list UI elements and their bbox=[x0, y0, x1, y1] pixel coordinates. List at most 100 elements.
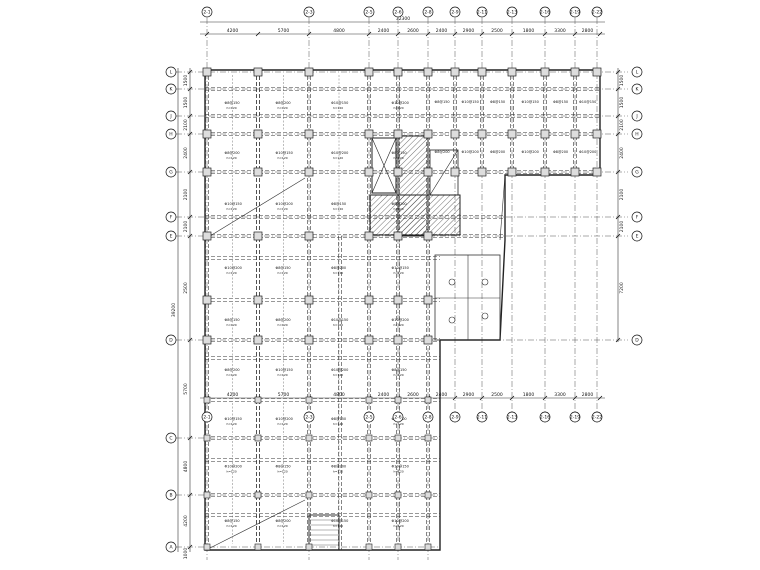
mid-axis-bubble: 2-11 bbox=[477, 415, 487, 421]
column bbox=[423, 129, 433, 139]
column bbox=[203, 434, 211, 442]
left-axis-bubble: A bbox=[169, 545, 173, 551]
columns bbox=[202, 67, 602, 551]
right-axis-bubble-circle bbox=[631, 334, 643, 346]
opening-circle bbox=[448, 316, 456, 324]
dim-tick bbox=[597, 31, 603, 37]
column bbox=[305, 396, 313, 404]
column bbox=[424, 396, 432, 404]
slab-rebar-label: Φ8@150 bbox=[490, 100, 505, 104]
column bbox=[477, 167, 487, 177]
column bbox=[253, 295, 263, 305]
left-dim-text: 2100 bbox=[183, 119, 189, 131]
slab-thickness-label: h=120 bbox=[278, 373, 288, 377]
slab-rebar-label: Φ10@200 bbox=[225, 465, 242, 469]
slab-rebar-label: Φ8@150 bbox=[331, 202, 346, 206]
right-axis-bubble-circle bbox=[631, 128, 643, 140]
top-dim-text: 4200 bbox=[227, 28, 239, 34]
top-axis-bubble: 2-1 bbox=[203, 10, 210, 16]
slab-thickness-label: h=120 bbox=[278, 323, 288, 327]
slab-rebar-label: Φ10@200 bbox=[331, 368, 348, 372]
top-axis-bubble-circle bbox=[422, 6, 434, 18]
mid-dim-text: 2500 bbox=[491, 392, 503, 398]
mid-axis-bubble-circle bbox=[363, 411, 375, 423]
slab-thickness-label: h=120 bbox=[333, 323, 343, 327]
mid-dim-text: 1800 bbox=[523, 392, 535, 398]
mid-axis-bubble-circle bbox=[539, 411, 551, 423]
top-axis-bubble: 2-13 bbox=[507, 10, 517, 16]
left-axis-bubble-circle bbox=[165, 66, 177, 78]
column bbox=[570, 129, 580, 139]
column bbox=[592, 167, 602, 177]
top-axis-bubble-circle bbox=[506, 6, 518, 18]
left-dim-text: 1000 bbox=[183, 548, 189, 560]
slab-thickness-label: h=120 bbox=[333, 422, 343, 426]
slab-thickness-label: h=120 bbox=[333, 470, 343, 474]
left-axis-bubble: E bbox=[170, 234, 173, 240]
mid-axis-bubble: 2-1 bbox=[203, 415, 210, 421]
left-axis-bubble-circle bbox=[165, 334, 177, 346]
right-dim-text: 2100 bbox=[619, 189, 625, 201]
column bbox=[423, 231, 433, 241]
top-axis-bubble-circle bbox=[591, 6, 603, 18]
column bbox=[393, 167, 403, 177]
right-axis-bubble: K bbox=[636, 87, 640, 93]
top-dim-text: 5700 bbox=[278, 28, 290, 34]
column bbox=[254, 396, 262, 404]
mid-axis-bubble-circle bbox=[476, 411, 488, 423]
column bbox=[570, 167, 580, 177]
slab-thickness-label: h=120 bbox=[278, 271, 288, 275]
building-outline bbox=[204, 69, 601, 551]
slab-thickness-label: h=120 bbox=[227, 323, 237, 327]
slab-thickness-label: h=120 bbox=[227, 207, 237, 211]
slab-thickness-label: h=120 bbox=[227, 373, 237, 377]
mid-dim-text: 2800 bbox=[582, 392, 594, 398]
mid-axis-bubble: 2-16 bbox=[540, 415, 550, 421]
right-axis-bubble-circle bbox=[631, 110, 643, 122]
slab-rebar-label: Φ8@150 bbox=[392, 368, 407, 372]
top-axis-bubble: 2-19 bbox=[570, 10, 580, 16]
column bbox=[423, 67, 433, 77]
right-dim-text: 2100 bbox=[619, 221, 625, 233]
slab-rebar-label: Φ8@200 bbox=[276, 519, 291, 523]
left-dim-text: 4200 bbox=[183, 515, 189, 527]
column bbox=[203, 543, 211, 551]
top-axis-bubble-circle bbox=[392, 6, 404, 18]
column bbox=[424, 491, 432, 499]
column bbox=[304, 129, 314, 139]
core-wall-hatch bbox=[369, 194, 461, 236]
slab-rebar-label: Φ10@200 bbox=[392, 519, 409, 523]
column bbox=[592, 129, 602, 139]
slab-rebar-label: Φ10@150 bbox=[579, 100, 596, 104]
dim-tick bbox=[597, 395, 603, 401]
left-axis-bubble: F bbox=[170, 215, 173, 221]
slab-rebar-label: Φ8@150 bbox=[435, 100, 450, 104]
column bbox=[364, 295, 374, 305]
slab-thickness-label: h=120 bbox=[333, 524, 343, 528]
mid-axis-bubble: 2-19 bbox=[570, 415, 580, 421]
right-dim-text: 2400 bbox=[619, 147, 625, 159]
slab-rebar-label: Φ10@150 bbox=[462, 100, 479, 104]
opening-circle bbox=[481, 312, 489, 320]
top-axis-bubble: 2-6 bbox=[394, 10, 401, 16]
slab-thickness-label: h=120 bbox=[333, 271, 343, 275]
top-total-dim: 32300 bbox=[396, 16, 410, 22]
column bbox=[423, 295, 433, 305]
slab-thickness-label: h=120 bbox=[227, 422, 237, 426]
right-axis-bubble-circle bbox=[631, 211, 643, 223]
slab-rebar-label: Φ8@200 bbox=[435, 150, 450, 154]
slab-thickness-label: h=120 bbox=[333, 207, 343, 211]
column bbox=[305, 543, 313, 551]
slab-rebar-label: Φ8@200 bbox=[225, 368, 240, 372]
column bbox=[202, 167, 212, 177]
left-axis-bubble: L bbox=[170, 70, 173, 76]
column bbox=[305, 491, 313, 499]
top-axis-bubble: 2-22 bbox=[592, 10, 602, 16]
column bbox=[540, 67, 550, 77]
right-axis-bubble-circle bbox=[631, 166, 643, 178]
slab-rebar-label: Φ10@150 bbox=[225, 202, 242, 206]
left-axis-bubble-circle bbox=[165, 166, 177, 178]
mid-axis-bubble-circle bbox=[506, 411, 518, 423]
right-axis-bubble: J bbox=[635, 114, 637, 120]
left-axis-bubble-circle bbox=[165, 128, 177, 140]
